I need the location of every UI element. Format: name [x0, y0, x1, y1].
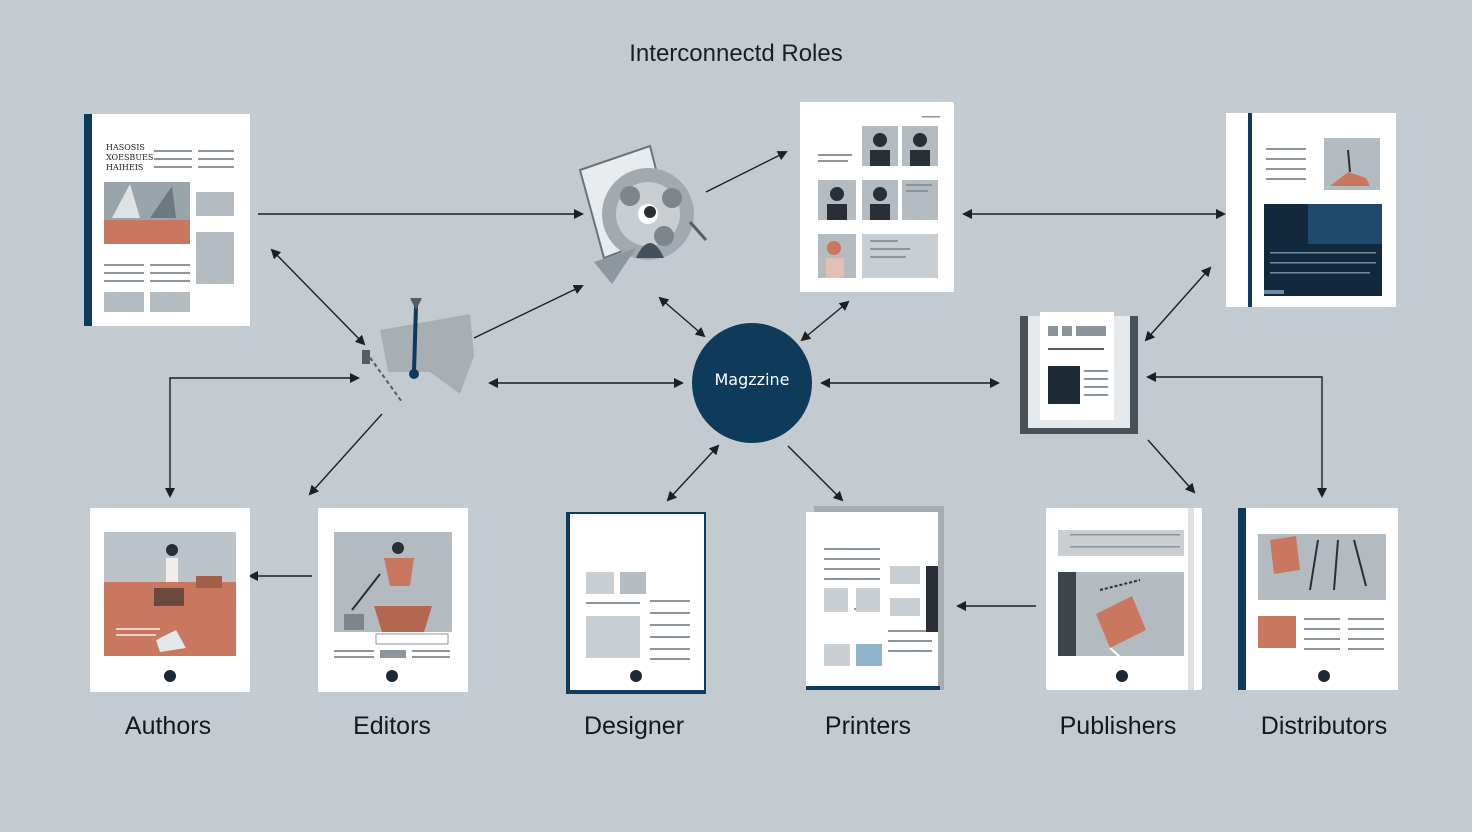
arrow-reel-to-hub: [658, 296, 706, 338]
arrow-tool-to-editors: [308, 413, 383, 496]
page-printers: [806, 506, 944, 690]
arrow-hub-to-printers: [787, 445, 844, 502]
page-designer: [566, 512, 706, 694]
arrow-elbow-left: [165, 373, 360, 498]
arrow-hub-to-designer: [666, 444, 720, 502]
page-snippet-1: HASOSIS: [106, 143, 145, 152]
page-top-left: HASOSIS XOESBUES HAIHEIS: [84, 114, 250, 326]
role-label-publishers: Publishers: [1059, 712, 1177, 740]
role-label-distributors: Distributors: [1260, 712, 1388, 740]
film-reel-illustration: [578, 144, 708, 284]
page-snippet-2: XOESBUES: [106, 153, 153, 162]
page-top-right: [1226, 113, 1396, 307]
connector-arrows: [165, 151, 1327, 611]
role-label-authors: Authors: [124, 712, 212, 740]
page-mid-right: [1020, 312, 1138, 434]
arrow-elbow-right: [1146, 372, 1327, 498]
arrow-tool-to-reel: [473, 284, 584, 339]
page-snippet-3: HAIHEIS: [106, 163, 143, 172]
diagram-title: Interconnectd Roles: [629, 40, 843, 67]
page-distributors: [1238, 508, 1398, 690]
role-label-editors: Editors: [353, 712, 431, 740]
page-publishers: [1046, 508, 1202, 690]
arrow-reel-to-top-center: [705, 151, 788, 193]
page-top-center: [800, 102, 954, 292]
arrow-hub-to-top-center: [800, 300, 850, 342]
tool-illustration: [362, 298, 474, 403]
magazine-hub: [692, 323, 812, 443]
page-editors: [318, 508, 468, 692]
page-authors: [90, 508, 250, 692]
role-label-printers: Printers: [824, 712, 912, 740]
arrow-mid-right-to-top-right: [1144, 266, 1212, 342]
role-label-designer: Designer: [583, 712, 685, 740]
hub-label: Magzzine: [714, 370, 790, 389]
arrow-mid-right-to-publishers: [1147, 439, 1196, 494]
arrow-top-left-to-tool: [270, 248, 366, 346]
